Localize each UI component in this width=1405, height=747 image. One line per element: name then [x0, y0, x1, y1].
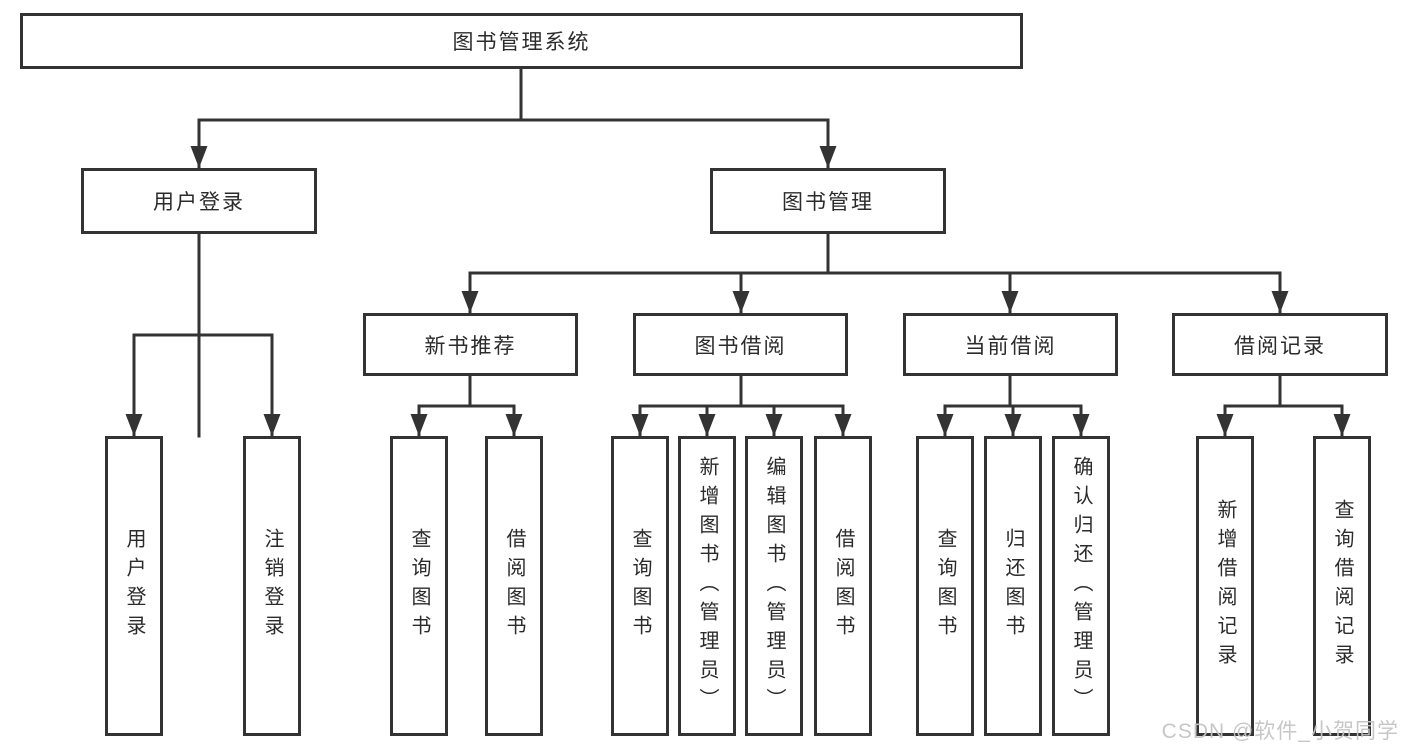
connector-root-split	[197, 67, 830, 438]
node-label: 新书推荐	[424, 334, 517, 358]
arrow-down-icon	[765, 414, 783, 436]
node-label: 借阅记录	[1234, 334, 1326, 358]
node-label: 注销登录	[261, 528, 283, 644]
node-leaf-confirm-return-admin: 确认归还（管理员）	[1052, 436, 1110, 736]
node-label: 借阅图书	[503, 528, 525, 644]
node-label: 新增借阅记录	[1214, 499, 1236, 673]
node-label: 归还图书	[1002, 528, 1024, 644]
node-user-login: 用户登录	[81, 168, 317, 234]
csdn-watermark: CSDN @软件_小贺同学	[1161, 720, 1399, 743]
arrow-down-icon	[1004, 414, 1022, 436]
connector-segments	[132, 67, 1344, 438]
arrow-down-icon	[1072, 414, 1090, 436]
node-label: 查询图书	[629, 528, 651, 644]
node-label: 确认归还（管理员）	[1070, 455, 1092, 717]
node-label: 查询借阅记录	[1331, 499, 1353, 673]
node-leaf-query-books-2: 查询图书	[611, 436, 669, 736]
arrow-down-icon	[410, 414, 428, 436]
node-leaf-borrow-books-1: 借阅图书	[485, 436, 543, 736]
node-label: 图书借阅	[694, 334, 787, 358]
node-leaf-logout: 注销登录	[243, 436, 301, 736]
arrow-down-icon	[1216, 414, 1234, 436]
node-leaf-query-books-3: 查询图书	[916, 436, 974, 736]
node-book-borrowing: 图书借阅	[633, 313, 848, 376]
node-book-management: 图书管理	[710, 168, 946, 234]
arrow-down-icon	[631, 414, 649, 436]
node-label: 用户登录	[123, 528, 145, 644]
node-label: 当前借阅	[964, 334, 1057, 358]
node-current-borrowing: 当前借阅	[903, 313, 1118, 376]
node-label: 新增图书（管理员）	[696, 455, 718, 717]
node-leaf-add-borrow-record: 新增借阅记录	[1196, 436, 1254, 736]
node-label: 图书管理	[782, 191, 874, 214]
node-label: 编辑图书（管理员）	[763, 455, 785, 717]
arrow-down-icon	[1001, 291, 1019, 313]
node-leaf-user-login: 用户登录	[105, 436, 163, 736]
node-label: 查询图书	[934, 528, 956, 644]
node-label: 图书管理系统	[452, 31, 591, 54]
arrow-down-icon	[190, 146, 208, 168]
arrow-down-icon	[936, 414, 954, 436]
node-leaf-borrow-books-2: 借阅图书	[814, 436, 872, 736]
node-leaf-edit-books-admin: 编辑图书（管理员）	[745, 436, 803, 736]
node-borrowing-records: 借阅记录	[1172, 313, 1388, 376]
node-label: 借阅图书	[832, 528, 854, 644]
arrow-down-icon	[1271, 291, 1289, 313]
node-label: 用户登录	[153, 191, 245, 214]
node-leaf-return-books: 归还图书	[984, 436, 1042, 736]
arrow-down-icon	[1333, 414, 1351, 436]
node-library-management-system: 图书管理系统	[20, 13, 1023, 69]
arrowheads	[125, 146, 1351, 436]
node-label: 查询图书	[408, 528, 430, 644]
node-leaf-query-borrow-record: 查询借阅记录	[1313, 436, 1371, 736]
arrow-down-icon	[819, 146, 837, 168]
arrow-down-icon	[125, 414, 143, 436]
node-leaf-add-books-admin: 新增图书（管理员）	[678, 436, 736, 736]
arrow-down-icon	[461, 291, 479, 313]
arrow-down-icon	[732, 291, 750, 313]
arrow-down-icon	[834, 414, 852, 436]
arrow-down-icon	[698, 414, 716, 436]
arrow-down-icon	[505, 414, 523, 436]
arrow-down-icon	[263, 414, 281, 436]
node-new-book-recommendation: 新书推荐	[363, 313, 578, 376]
node-leaf-query-books-1: 查询图书	[390, 436, 448, 736]
